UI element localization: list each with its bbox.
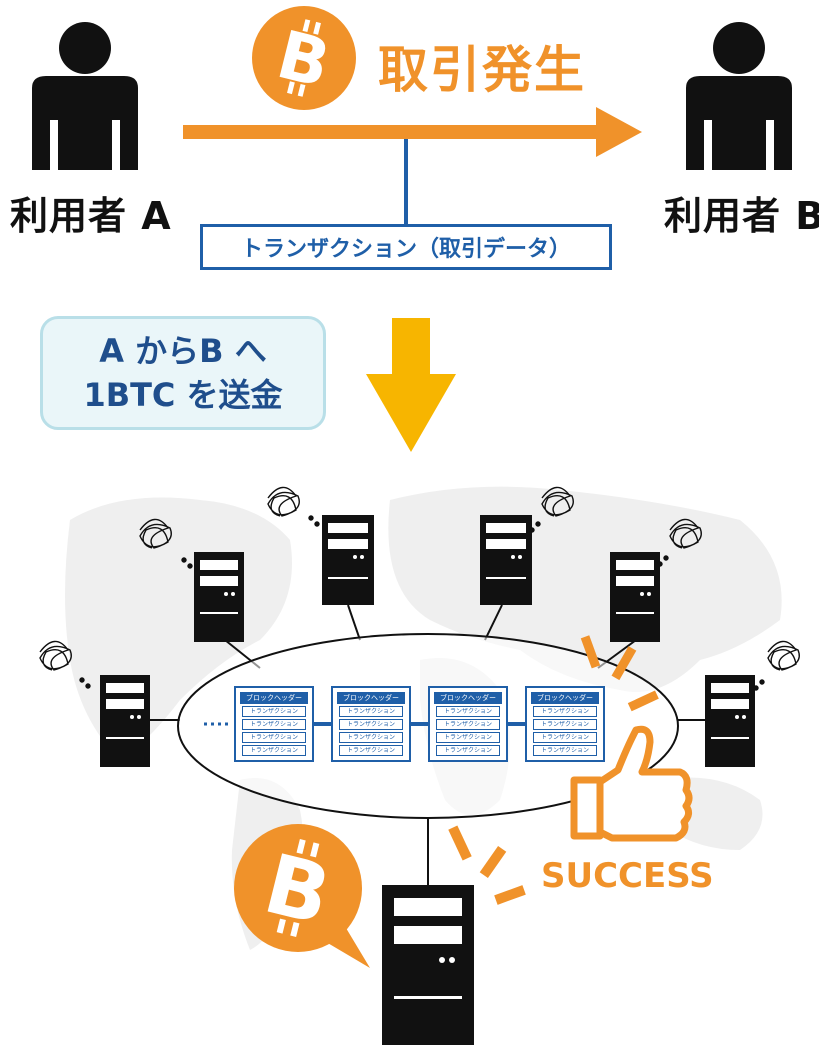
user-b-label: 利用者 B xyxy=(664,194,819,238)
server-icon xyxy=(382,885,474,1045)
block-transaction: トランザクション xyxy=(339,706,403,717)
success-label: SUCCESS xyxy=(541,856,714,896)
scribble-icon xyxy=(753,640,800,691)
send-note: A からB へ 1BTC を送金 xyxy=(40,316,326,430)
thumbs-up-icon xyxy=(570,725,693,842)
block-transaction: トランザクション xyxy=(242,706,306,717)
bitcoin-icon: B xyxy=(252,6,356,110)
server-icon xyxy=(480,515,532,605)
down-arrow xyxy=(366,318,456,452)
block-header: ブロックヘッダー xyxy=(434,692,502,704)
block-transaction: トランザクション xyxy=(436,706,500,717)
transaction-box: トランザクション（取引データ） xyxy=(200,224,612,270)
block-transaction: トランザクション xyxy=(533,732,597,743)
block-transaction: トランザクション xyxy=(242,719,306,730)
transaction-arrow xyxy=(183,107,642,157)
person-icon xyxy=(32,22,138,170)
scribble-icon xyxy=(657,518,702,567)
tx-connector xyxy=(404,139,408,225)
block: ブロックヘッダー トランザクション トランザクション トランザクション トランザ… xyxy=(234,686,314,762)
chain-links xyxy=(204,722,526,726)
block-header: ブロックヘッダー xyxy=(531,692,599,704)
block: ブロックヘッダー トランザクション トランザクション トランザクション トランザ… xyxy=(331,686,411,762)
server-icon xyxy=(194,552,244,642)
server-icon xyxy=(705,675,755,767)
transaction-label: トランザクション（取引データ） xyxy=(240,237,571,262)
block-transaction: トランザクション xyxy=(339,719,403,730)
server-icon xyxy=(100,675,150,767)
scribble-icon xyxy=(139,518,193,569)
block-header: ブロックヘッダー xyxy=(240,692,308,704)
block-transaction: トランザクション xyxy=(533,706,597,717)
block-transaction: トランザクション xyxy=(339,732,403,743)
person-icon xyxy=(686,22,792,170)
block-transaction: トランザクション xyxy=(436,719,500,730)
page-title: 取引発生 xyxy=(378,41,586,99)
server-icon xyxy=(610,552,660,642)
block-transaction: トランザクション xyxy=(533,719,597,730)
network-links xyxy=(150,604,705,885)
send-note-line1: A からB へ xyxy=(99,332,267,370)
block-transaction: トランザクション xyxy=(436,732,500,743)
block-header: ブロックヘッダー xyxy=(337,692,405,704)
block-transaction: トランザクション xyxy=(339,745,403,756)
block: ブロックヘッダー トランザクション トランザクション トランザクション トランザ… xyxy=(428,686,508,762)
block-transaction: トランザクション xyxy=(533,745,597,756)
user-a-label: 利用者 A xyxy=(10,194,172,238)
server-icon xyxy=(322,515,374,605)
scribble-icon xyxy=(39,640,91,689)
send-note-line2: 1BTC を送金 xyxy=(83,376,283,414)
block-transaction: トランザクション xyxy=(242,745,306,756)
celebration-rays xyxy=(448,635,659,905)
block-transaction: トランザクション xyxy=(436,745,500,756)
block-transaction: トランザクション xyxy=(242,732,306,743)
bitcoin-icon: B xyxy=(234,824,370,968)
scribble-icon xyxy=(529,486,574,533)
scribble-icon xyxy=(267,486,320,527)
block: ブロックヘッダー トランザクション トランザクション トランザクション トランザ… xyxy=(525,686,605,762)
